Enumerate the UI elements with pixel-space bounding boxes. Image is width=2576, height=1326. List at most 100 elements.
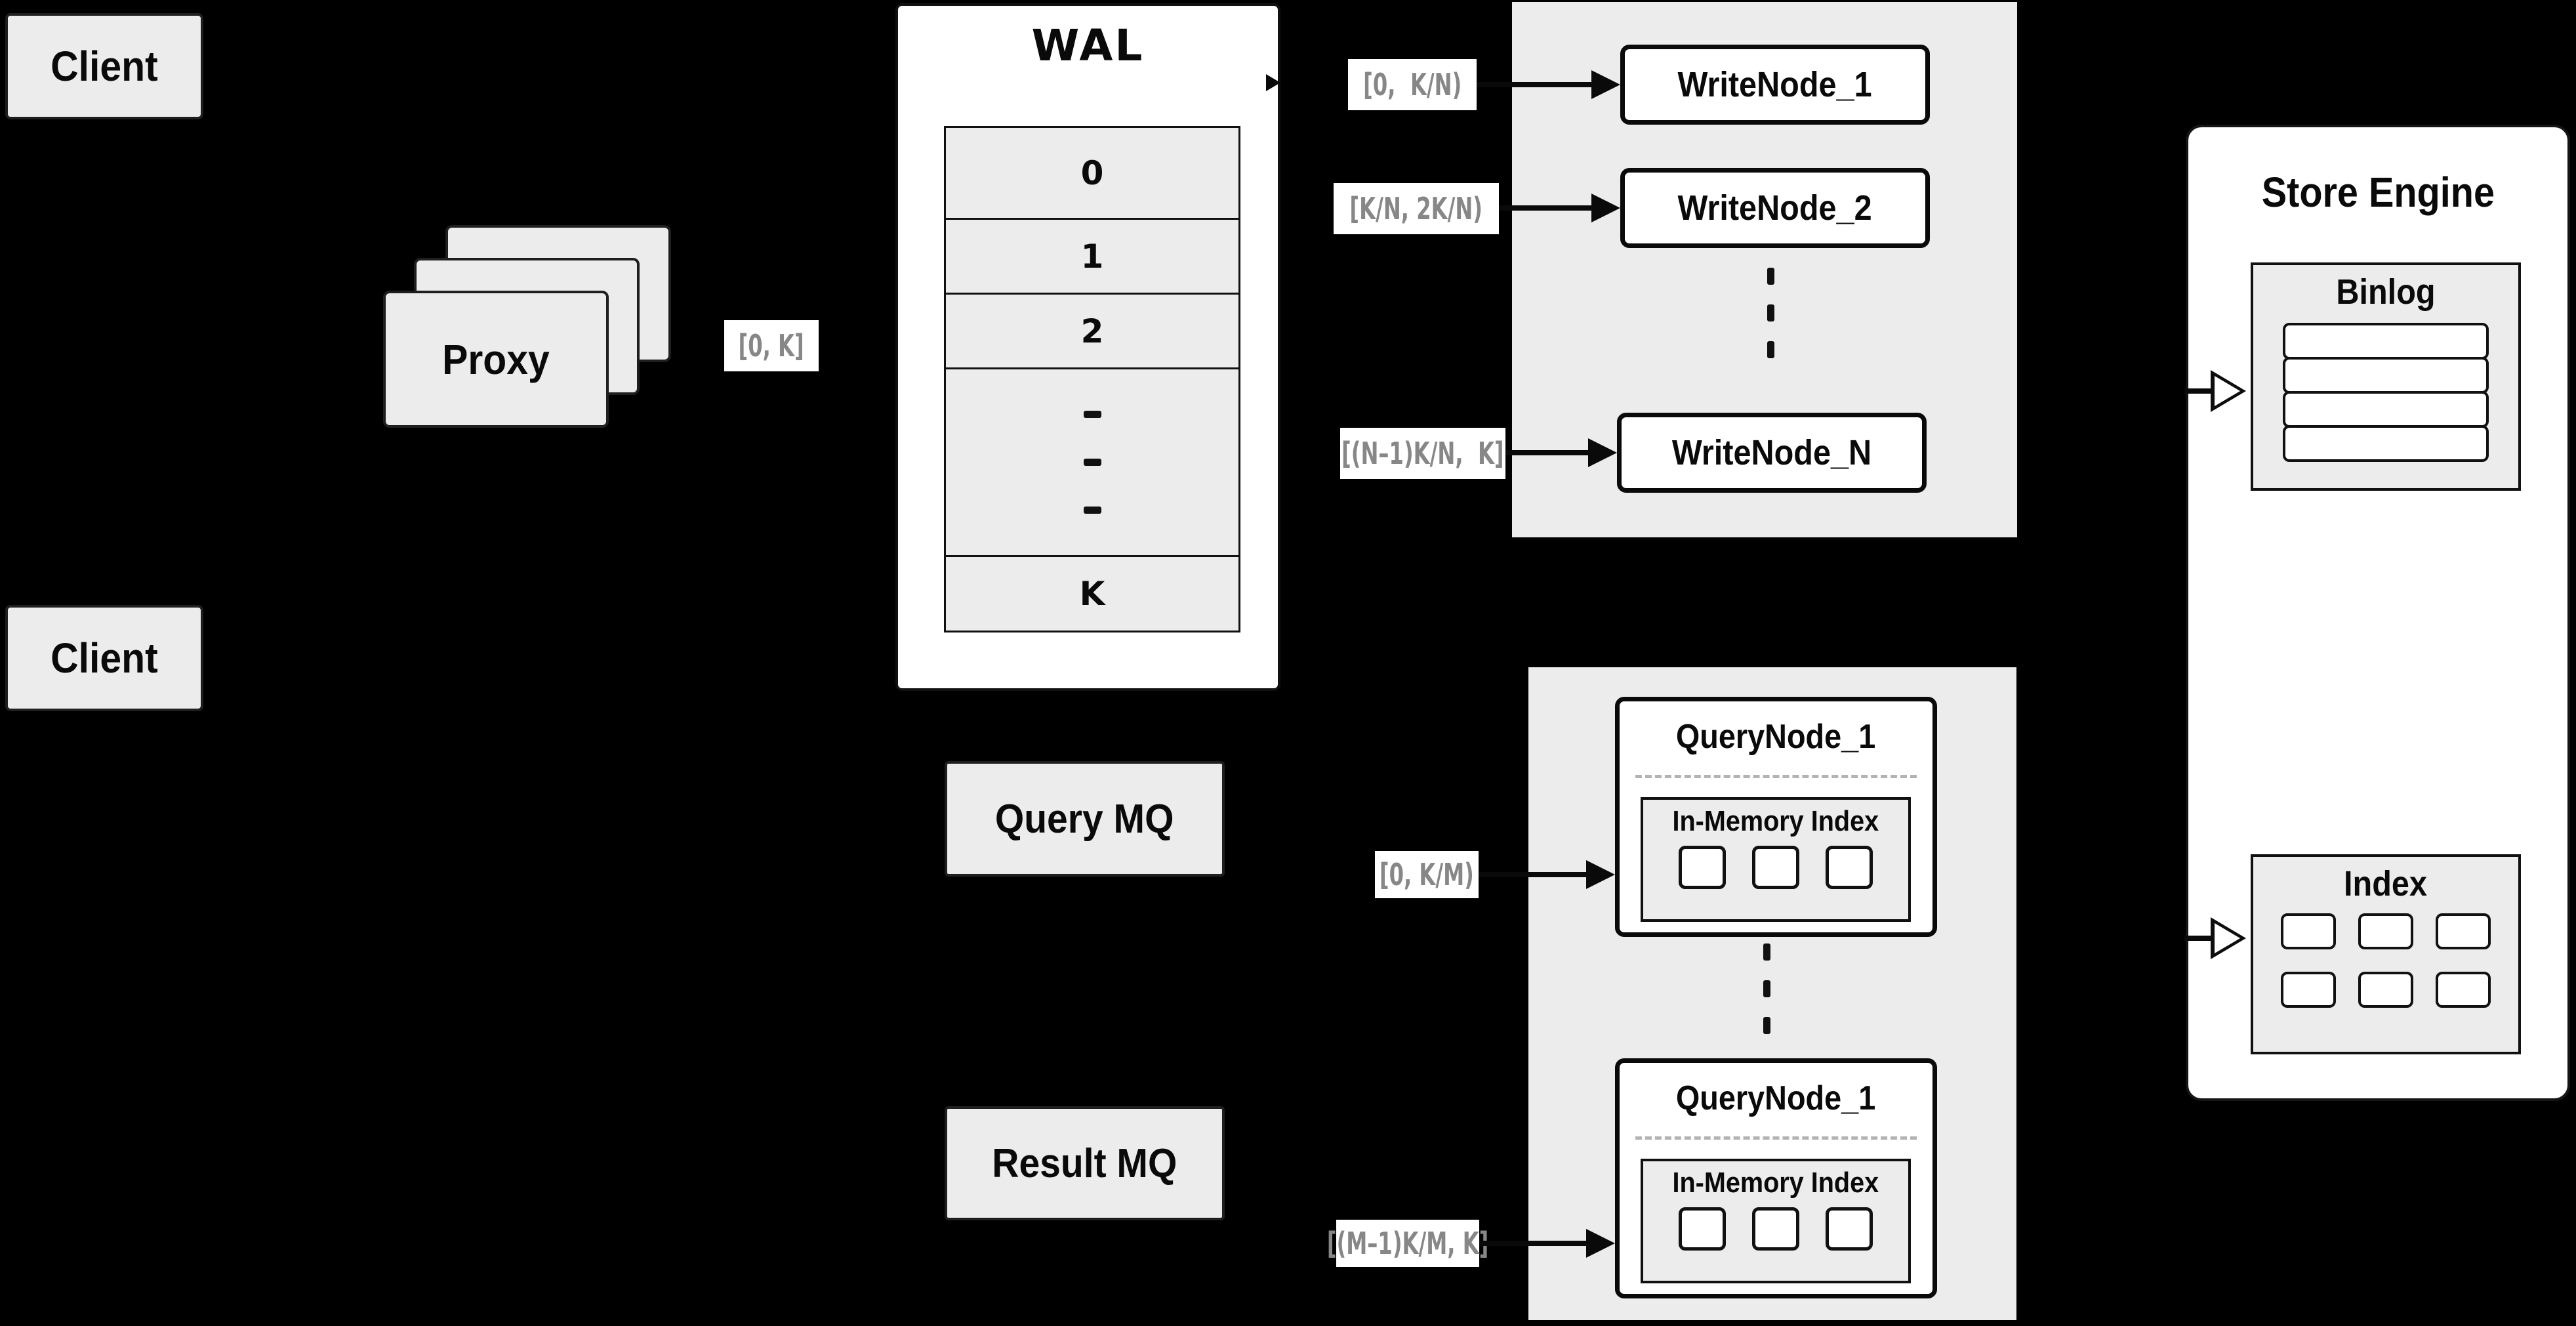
index-cell <box>2436 913 2491 949</box>
query-node-bottom: QueryNode_1 In-Memory Index <box>1615 1058 1937 1298</box>
index-box: Index <box>2251 854 2521 1054</box>
binlog-row <box>2283 425 2489 462</box>
ellipsis-dot <box>1763 943 1770 961</box>
ellipsis-dot <box>1763 1017 1770 1034</box>
range-query-m-text: [(M–1)K/M, K] <box>1326 1226 1489 1261</box>
arrow-line-write-n <box>1505 450 1588 455</box>
wal-segment-table: 0 1 2 K <box>944 126 1240 632</box>
range-chip-query-m: [(M–1)K/M, K] <box>1327 1220 1488 1267</box>
wal-row-1-label: 1 <box>1080 237 1104 276</box>
range-chip-query-1: [0, K/M) <box>1375 851 1479 898</box>
write-node-2-label: WriteNode_2 <box>1677 188 1873 228</box>
store-engine-title: Store Engine <box>2188 168 2567 217</box>
arrow-line-binlog <box>2184 388 2212 394</box>
query-mq-label: Query MQ <box>995 796 1174 842</box>
ellipsis-dot <box>1763 980 1770 997</box>
arrow-head-write-2 <box>1591 194 1620 222</box>
wal-container: WAL 0 1 2 K <box>895 3 1280 691</box>
query-node-top-title-text: QueryNode_1 <box>1676 718 1876 756</box>
binlog-row <box>2283 391 2489 428</box>
ellipsis-dot <box>1767 341 1774 358</box>
index-cell <box>2436 972 2491 1008</box>
range-write-1-text: [0, K/N) <box>1362 67 1462 102</box>
store-engine-box: Store Engine Binlog Index <box>2186 125 2570 1101</box>
wal-row-k: K <box>946 557 1238 631</box>
in-memory-index-bottom-text: In-Memory Index <box>1672 1167 1879 1199</box>
binlog-row <box>2283 323 2489 360</box>
write-node-n-label: WriteNode_N <box>1671 433 1872 472</box>
client-box-bottom: Client <box>5 605 203 711</box>
index-grid <box>2253 913 2518 1008</box>
index-title: Index <box>2253 863 2518 904</box>
index-grid-row <box>2281 972 2491 1008</box>
arrow-line-index <box>2184 936 2212 941</box>
query-mq-box: Query MQ <box>945 761 1225 877</box>
in-memory-index-bottom-title: In-Memory Index <box>1643 1167 1908 1199</box>
wal-row-0: 0 <box>946 128 1238 220</box>
ellipsis-dot <box>1767 268 1774 285</box>
proxy-box: Proxy <box>383 291 609 428</box>
binlog-title: Binlog <box>2253 272 2518 312</box>
dashed-divider <box>1635 1136 1917 1140</box>
result-mq-box: Result MQ <box>945 1106 1225 1220</box>
range-proxy-wal-text: [0, K] <box>738 328 805 363</box>
open-arrow-head-binlog <box>2211 370 2246 412</box>
arrow-head-write-n <box>1588 438 1617 467</box>
binlog-row <box>2283 357 2489 394</box>
in-memory-index-top-title: In-Memory Index <box>1643 805 1908 838</box>
proxy-label: Proxy <box>442 335 550 383</box>
segment-square <box>1826 846 1873 889</box>
ellipsis-dot <box>1083 459 1101 466</box>
range-chip-write-n: [(N–1)K/N, K] <box>1340 428 1505 479</box>
query-node-top-title: QueryNode_1 <box>1620 717 1932 756</box>
query-node-bottom-title: QueryNode_1 <box>1620 1079 1932 1118</box>
index-grid-row <box>2281 913 2491 949</box>
range-chip-write-2: [K/N, 2K/N) <box>1334 183 1499 234</box>
wal-out-arrowhead <box>1266 74 1280 91</box>
ellipsis-dot <box>1083 507 1101 514</box>
in-memory-index-top: In-Memory Index <box>1641 797 1911 922</box>
range-query-1-text: [0, K/M) <box>1379 857 1475 892</box>
client-bottom-label: Client <box>51 634 158 682</box>
write-node-2: WriteNode_2 <box>1620 168 1930 248</box>
index-title-text: Index <box>2344 864 2428 903</box>
segment-square <box>1679 1207 1726 1251</box>
write-node-1: WriteNode_1 <box>1620 45 1930 125</box>
index-cell <box>2281 972 2336 1008</box>
wal-ellipsis <box>946 369 1238 557</box>
segment-square <box>1826 1207 1873 1251</box>
wal-row-k-label: K <box>1079 575 1105 613</box>
arrow-head-query-1 <box>1586 860 1615 889</box>
range-write-n-text: [(N–1)K/N, K] <box>1341 436 1504 471</box>
arrow-line-write-2 <box>1499 205 1591 211</box>
query-node-top: QueryNode_1 In-Memory Index <box>1615 697 1937 937</box>
client-box-top: Client <box>5 13 203 119</box>
wal-row-0-label: 0 <box>1080 154 1104 192</box>
arrow-line-query-1 <box>1479 872 1586 877</box>
index-cell <box>2281 913 2336 949</box>
binlog-rows <box>2253 323 2518 462</box>
write-node-ellipsis <box>1767 268 1774 358</box>
index-segment-squares <box>1643 1207 1908 1251</box>
in-memory-index-top-text: In-Memory Index <box>1672 805 1879 837</box>
query-node-bottom-title-text: QueryNode_1 <box>1676 1079 1876 1117</box>
open-arrow-head-index <box>2211 917 2246 959</box>
index-segment-squares <box>1643 846 1908 889</box>
write-node-n: WriteNode_N <box>1617 413 1927 493</box>
index-cell <box>2358 913 2413 949</box>
store-engine-title-text: Store Engine <box>2261 169 2495 216</box>
dashed-divider <box>1635 775 1917 778</box>
write-node-1-label: WriteNode_1 <box>1677 65 1873 104</box>
ellipsis-dot <box>1767 304 1774 321</box>
arrow-head-write-1 <box>1591 70 1620 99</box>
arrow-line-query-m <box>1479 1241 1586 1246</box>
wal-row-2: 2 <box>946 295 1238 369</box>
wal-row-2-label: 2 <box>1080 312 1104 350</box>
binlog-title-text: Binlog <box>2336 272 2436 312</box>
segment-square <box>1679 846 1726 889</box>
wal-row-1: 1 <box>946 220 1238 295</box>
ellipsis-dot <box>1083 411 1101 418</box>
wal-title: WAL <box>1031 20 1145 71</box>
range-chip-write-1: [0, K/N) <box>1348 59 1477 110</box>
